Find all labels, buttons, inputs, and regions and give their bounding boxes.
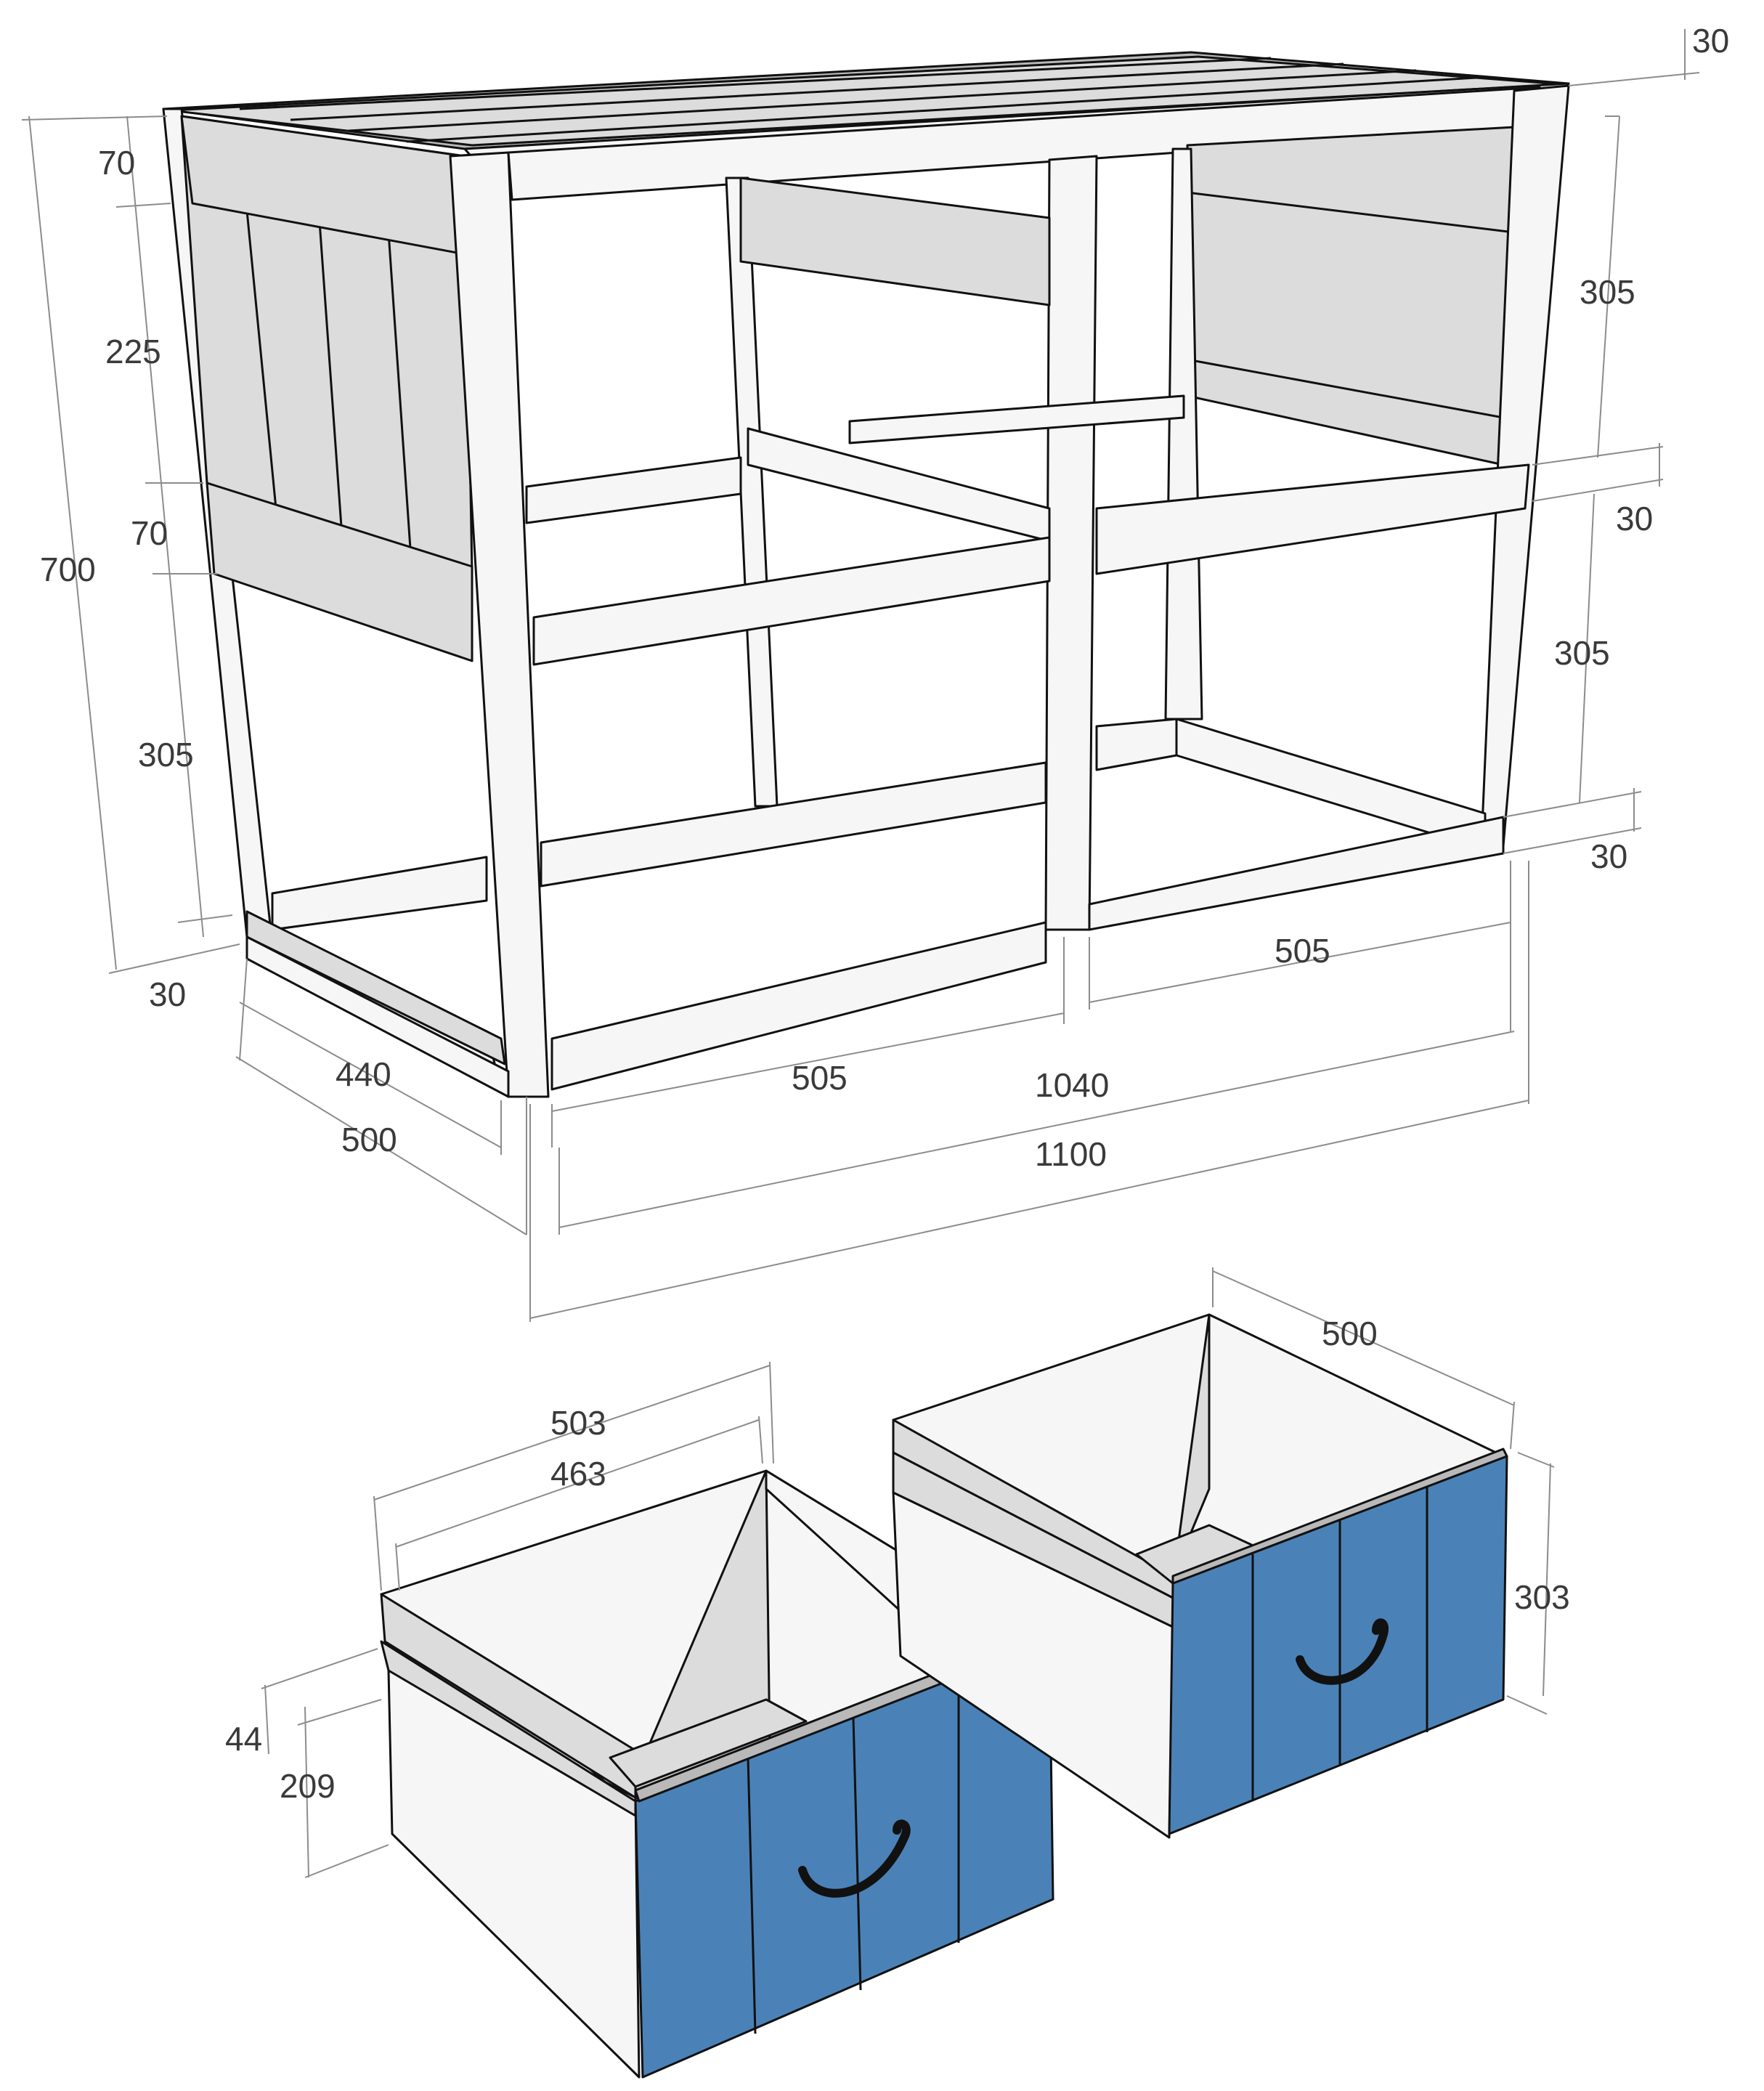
dim-drawer-left-width-inner: 463 [550, 1455, 606, 1493]
dim-depth-inner: 440 [336, 1055, 391, 1093]
dim-right-bottom-rail: 30 [1590, 837, 1627, 875]
cabinet [162, 51, 1570, 1098]
left-side-panel [180, 115, 473, 662]
drawer-right-handle [1296, 1618, 1389, 1685]
dim-right-mid-rail: 30 [1616, 500, 1653, 537]
dim-drawer-left-runner: 44 [225, 1720, 262, 1758]
dim-drawer-left-side-height: 209 [280, 1767, 336, 1805]
dim-drawer-left-width-outer: 503 [550, 1404, 606, 1442]
dim-left-bottom-rail: 30 [149, 975, 186, 1013]
dim-bay-right: 505 [1275, 932, 1330, 970]
right-side-panel [1186, 126, 1516, 466]
drawer-right [892, 1313, 1508, 1839]
drawer-right-dimensions: 500 303 [1212, 1267, 1570, 1715]
post-front-center [1044, 155, 1098, 931]
dim-right-lower-open: 305 [1554, 634, 1610, 672]
dim-drawer-right-front-height: 303 [1514, 1578, 1570, 1616]
dim-depth-outer: 500 [341, 1121, 397, 1158]
dim-width-outer: 1100 [1035, 1135, 1107, 1173]
dim-left-total: 700 [40, 551, 96, 588]
dim-bay-left: 505 [792, 1059, 848, 1097]
cabinet-dimensions: 70 225 70 700 305 30 30 305 30 305 30 44… [21, 22, 1729, 1322]
drawer-left-dimensions: 503 463 44 209 [225, 1361, 774, 1878]
middle-rails [525, 394, 1530, 666]
dim-width-inner: 1040 [1035, 1066, 1109, 1104]
dim-left-mid-rail: 70 [131, 514, 168, 552]
dim-left-panel: 225 [105, 333, 161, 370]
inner-upper-panel [739, 176, 1051, 306]
dim-left-lower-open: 305 [138, 736, 194, 774]
bottom-rails [245, 718, 1505, 1098]
post-front-left [449, 151, 550, 1098]
dim-drawer-right-depth: 500 [1322, 1315, 1378, 1352]
drawer-left-handle [798, 1819, 911, 1898]
dim-left-top-rail: 70 [98, 144, 135, 182]
dim-right-upper-open: 305 [1580, 273, 1635, 311]
dim-top-thickness: 30 [1692, 22, 1729, 60]
